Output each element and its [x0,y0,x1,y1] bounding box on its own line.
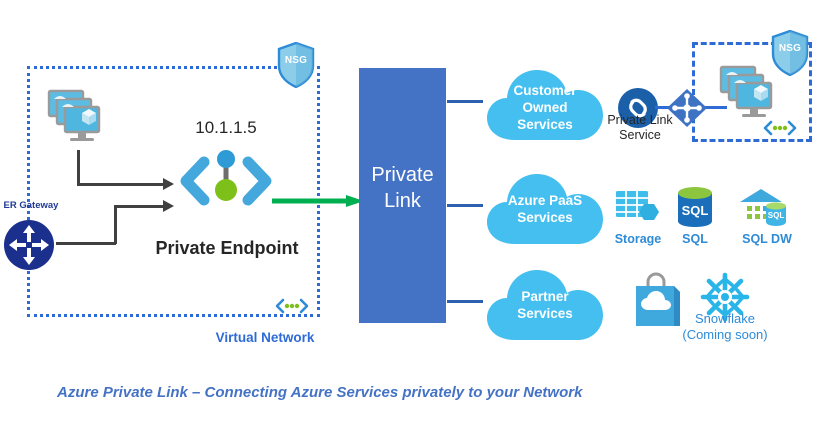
load-balancer-to-vm-connector [703,106,727,109]
private-endpoint-ip-address: 10.1.1.5 [195,118,257,137]
virtual-network-label: Virtual Network [215,330,315,345]
svg-text:SQL: SQL [682,203,709,218]
sql-data-warehouse-icon: SQL [737,186,786,230]
vm-to-endpoint-arrowhead [163,178,174,190]
endpoint-to-private-link-arrow [272,194,364,207]
cloud-text-line: Services [517,117,573,132]
cloud-text-line: Owned [522,100,568,115]
gateway-to-endpoint-arrowhead [163,200,174,212]
connector-to-customer-cloud [447,100,483,103]
er-gateway-icon [2,218,56,272]
partner-services-label: Partner Services [483,288,607,322]
virtual-network-boundary [27,66,320,317]
private-link-title-line1: Private [371,164,434,186]
cloud-text-line: Partner [521,289,569,304]
private-link-service-label: Private Link Service [601,113,679,143]
connector-to-partner-cloud [447,300,483,303]
gateway-to-endpoint-connector-top [114,205,164,208]
cloud-text-line: Services [517,210,573,225]
private-endpoint-label: Private Endpoint [155,238,299,258]
sql-dw-label: SQL DW [742,232,792,246]
gateway-to-endpoint-connector-horizontal [56,242,116,245]
connector-to-paas-cloud [447,204,483,207]
nsg-label: NSG [284,55,308,66]
cloud-text-line: Services [517,306,573,321]
customer-owned-services-cloud: Customer Owned Services [483,62,607,146]
private-link-box [359,68,446,323]
provider-virtual-network-boundary [692,42,812,142]
snowflake-status: (Coming soon) [682,327,768,342]
vm-to-endpoint-connector-vertical [77,150,80,185]
pls-to-load-balancer-connector [655,106,671,109]
snowflake-label: Snowflake (Coming soon) [663,311,787,343]
pls-label-line2: Service [619,128,661,142]
storage-icon [614,187,660,231]
provider-nsg-label: NSG [778,43,802,54]
svg-text:SQL: SQL [768,211,785,220]
storage-label: Storage [614,232,662,246]
vm-to-endpoint-connector-horizontal [77,183,165,186]
subnet-icon [275,297,309,315]
sql-label: SQL [682,232,708,246]
azure-paas-services-label: Azure PaaS Services [483,192,607,226]
private-endpoint-icon [178,148,274,214]
snowflake-icon [698,270,752,324]
private-link-service-icon [617,87,659,129]
gateway-to-endpoint-connector-vertical [114,205,117,244]
provider-virtual-machines-icon [718,64,782,126]
pls-label-line1: Private Link [607,113,673,127]
snowflake-name: Snowflake [695,311,755,326]
diagram-caption: Azure Private Link – Connecting Azure Se… [57,384,583,401]
load-balancer-icon [666,88,708,128]
cloud-text-line: Azure PaaS [507,193,583,208]
cloud-text-line: Customer [513,83,577,98]
private-link-title: Private Link [359,162,446,214]
customer-owned-services-label: Customer Owned Services [483,82,607,133]
provider-nsg-shield-icon: NSG [770,30,810,76]
marketplace-bag-icon [632,272,684,326]
azure-paas-services-cloud: Azure PaaS Services [483,166,607,250]
provider-subnet-icon [763,119,797,137]
sql-database-icon: SQL [672,185,718,229]
virtual-machines-icon [46,88,110,150]
partner-services-cloud: Partner Services [483,262,607,346]
private-link-title-line2: Link [384,190,421,212]
nsg-shield-icon: NSG [276,42,316,88]
er-gateway-label: ER Gateway [3,200,59,211]
